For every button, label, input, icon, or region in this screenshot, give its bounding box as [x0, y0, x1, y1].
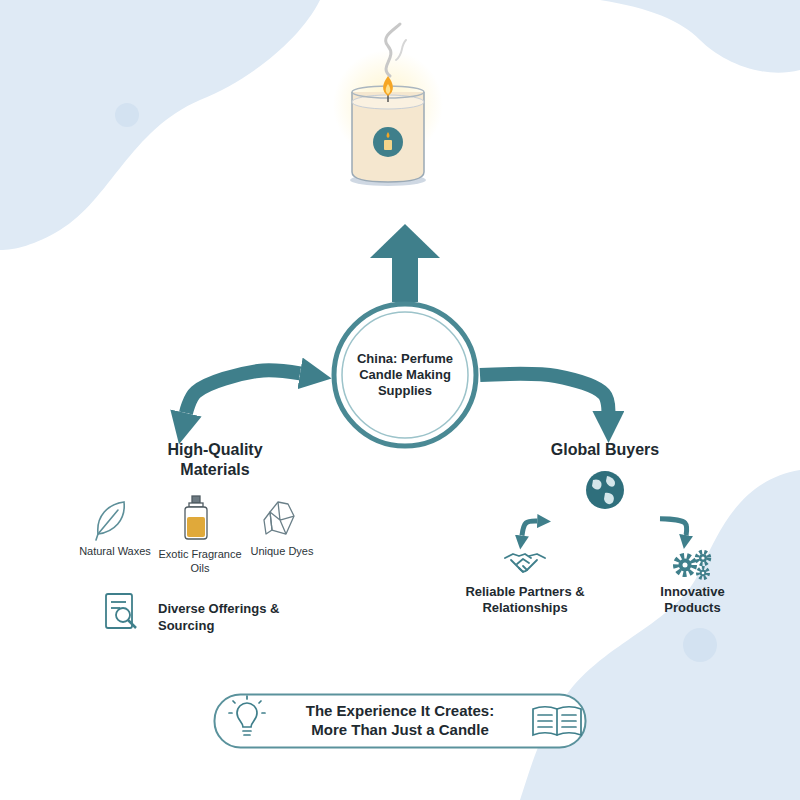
- candle-illustration-part: [384, 140, 392, 150]
- node-icon-part-part-part: [562, 720, 576, 722]
- node-icon-part-part: [697, 552, 709, 564]
- search-document-icon-part: [111, 601, 126, 603]
- node-icon-part-part: [701, 572, 704, 575]
- node-icon-part-part-part: [237, 703, 257, 727]
- candle-illustration-part: [386, 24, 400, 76]
- node-icon-part-part: [592, 479, 602, 489]
- candle-illustration-part: [383, 76, 393, 96]
- node-label: High-Quality Materials: [145, 440, 285, 480]
- bottle-icon-part: [187, 517, 205, 537]
- node-label: China: Perfume Candle Making Supplies: [349, 351, 461, 400]
- node-icon-part: [670, 548, 716, 580]
- node-icon-part-part-part: [259, 701, 261, 703]
- search-document-icon-part: [116, 608, 130, 622]
- crystal-icon-part: [264, 512, 272, 534]
- candle-illustration: [333, 24, 443, 186]
- benefit-item: Innovative Products: [640, 548, 745, 626]
- leaf-icon: [96, 502, 124, 540]
- node-icon-part-part: [604, 493, 614, 504]
- connector-arrow: [660, 519, 687, 535]
- node-icon-part-part: [519, 566, 527, 572]
- node-icon-part-part-part: [229, 712, 232, 714]
- node-icon-part-part-part: [562, 726, 576, 728]
- node-icon-part-part-part: [533, 707, 581, 735]
- node-icon-part-part: [342, 312, 468, 438]
- node-label: Reliable Partners & Relationships: [458, 584, 593, 617]
- category-heading: High-Quality Materials: [140, 440, 290, 486]
- node-icon-part: [583, 468, 627, 512]
- node-icon-part-part: [517, 559, 529, 564]
- leaf-icon-part: [98, 510, 118, 534]
- node-icon-part-part-part: [562, 714, 576, 716]
- bottle-icon-part: [192, 496, 200, 503]
- node-icon-part-part-part: [556, 709, 558, 735]
- benefit-item: Reliable Partners & Relationships: [455, 548, 595, 626]
- node-icon-part-part-part: [233, 701, 235, 703]
- node-icon-part: [503, 548, 547, 578]
- connector-arrow: [480, 374, 608, 411]
- node-label: Global Buyers: [545, 440, 665, 460]
- node-icon-part-part: [676, 556, 694, 574]
- node-icon-part-part: [529, 554, 545, 558]
- node-icon-part-part: [334, 304, 476, 446]
- node-icon-part-part: [698, 568, 708, 578]
- node-icon-part-part: [586, 471, 624, 509]
- feature-note: Diverse Offerings & Sourcing: [158, 601, 290, 635]
- hub-circle: China: Perfume Candle Making Supplies: [330, 300, 480, 450]
- bottle-icon: [185, 496, 207, 539]
- search-document-icon: [106, 594, 136, 628]
- background-blobs-part: [520, 470, 800, 800]
- node-icon-part-part: [678, 559, 691, 572]
- node-icon-part-part: [699, 570, 705, 576]
- icon-caption: Natural Waxes: [60, 544, 170, 558]
- node-icon-part-part: [606, 476, 615, 487]
- candle-illustration-part: [387, 132, 390, 138]
- node-icon-part-part: [699, 554, 707, 562]
- leaf-icon-part: [96, 534, 98, 540]
- leaf-icon-part: [98, 502, 124, 534]
- up-arrow: [370, 224, 440, 302]
- node-icon-part-part: [511, 560, 537, 572]
- category-heading: Global Buyers: [550, 440, 660, 535]
- candle-illustration-part: [373, 127, 403, 157]
- icon-caption: Exotic Fragrance Oils: [155, 547, 245, 576]
- crystal-icon-part: [270, 502, 294, 534]
- connector-arrow: [522, 521, 537, 536]
- background-blobs-part: [683, 628, 717, 662]
- node-icon-part-part-part: [243, 730, 251, 732]
- up-arrow-part: [370, 224, 440, 258]
- search-document-icon-part: [106, 594, 132, 628]
- node-icon-part-part: [505, 554, 531, 558]
- node-icon-part-part-part: [244, 734, 250, 736]
- node-icon-part-part: [682, 563, 687, 568]
- node-icon-part-part-part: [262, 712, 265, 714]
- icon-caption: Unique Dyes: [232, 544, 332, 558]
- candle-illustration-part: [333, 50, 443, 160]
- crystal-icon: [264, 502, 294, 534]
- candle-illustration-part: [352, 95, 424, 109]
- crystal-icon-part: [270, 502, 294, 534]
- bottle-icon-part: [185, 507, 207, 539]
- background-blobs-part: [115, 103, 139, 127]
- candle-illustration-part: [352, 92, 424, 182]
- candle-illustration-part: [396, 40, 406, 60]
- node-label: The Experience It Creates: More Than Jus…: [286, 702, 514, 740]
- node-icon-part-part-part: [538, 720, 552, 722]
- node-icon-part-part-part: [538, 714, 552, 716]
- background-blobs-part: [600, 0, 800, 73]
- node-icon-part-part: [701, 556, 704, 559]
- background-blobs-part: [0, 0, 320, 250]
- summary-pill: The Experience It Creates: More Than Jus…: [213, 693, 587, 749]
- node-icon-part-part-part: [538, 726, 552, 728]
- candle-illustration-part: [386, 84, 391, 94]
- node-label: Innovative Products: [645, 584, 740, 617]
- node-icon-part-part-part: [246, 696, 248, 699]
- search-document-icon-part: [128, 620, 136, 628]
- node-icon-part-part: [215, 695, 586, 748]
- connector-arrow: [186, 370, 300, 412]
